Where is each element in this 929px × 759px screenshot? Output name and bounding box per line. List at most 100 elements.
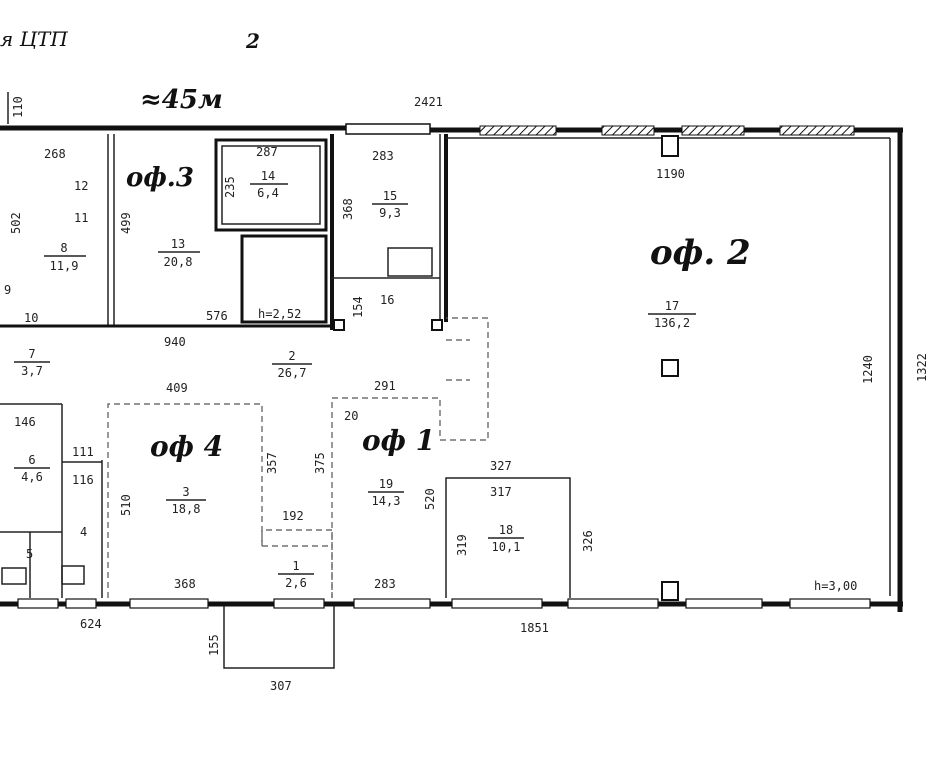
dim-116: 116 (72, 473, 94, 487)
fixture-1 (1, 567, 27, 585)
dim-20: 20 (344, 409, 358, 423)
room-1: 1 2,6 (278, 559, 314, 590)
room-18-area: 10,1 (492, 540, 521, 554)
dim-307: 307 (270, 679, 292, 693)
dim-357: 357 (265, 452, 279, 474)
dim-520: 520 (423, 488, 437, 510)
room-17-area: 136,2 (654, 316, 690, 330)
dim-155: 155 (207, 634, 221, 656)
room-2-area: 26,7 (278, 366, 307, 380)
porch-outline (223, 606, 335, 669)
dim-154: 154 (351, 296, 365, 318)
room-14: 14 6,4 (250, 169, 288, 200)
room-3-num: 3 (182, 485, 189, 499)
dim-368-bottom: 368 (174, 577, 196, 591)
room-small-outline (240, 234, 328, 324)
room-15-num: 15 (383, 189, 397, 203)
dim-409: 409 (166, 381, 188, 395)
column-d (661, 359, 679, 377)
room-8-area: 11,9 (50, 259, 79, 273)
room-17-num: 17 (665, 299, 679, 313)
room-6-num: 6 (28, 453, 35, 467)
room-18-num: 18 (499, 523, 513, 537)
dim-624: 624 (80, 617, 102, 631)
room-13: 13 20,8 (158, 237, 200, 269)
column-e (661, 581, 679, 601)
header-title: я ЦТП (0, 27, 68, 51)
dim-1851: 1851 (520, 621, 549, 635)
window-bottom-3 (129, 598, 209, 609)
room-8: 8 11,9 (44, 241, 86, 273)
office-4-label: оф 4 (150, 430, 223, 463)
room-17: 17 136,2 (648, 299, 696, 330)
room-3-outline (107, 403, 263, 598)
window-hatched-4 (779, 125, 855, 136)
room-6: 6 4,6 (14, 453, 50, 484)
dim-283-top: 283 (372, 149, 394, 163)
room-14-num: 14 (261, 169, 275, 183)
dim-1190: 1190 (656, 167, 685, 181)
dim-327: 327 (490, 459, 512, 473)
height-office2: h=3,00 (814, 579, 857, 593)
column-c (661, 135, 679, 157)
dim-502: 502 (9, 212, 23, 234)
window-hatched-3 (681, 125, 745, 136)
dim-235: 235 (223, 176, 237, 198)
room-19-outline (331, 317, 489, 598)
dim-317: 317 (490, 485, 512, 499)
window-bottom-2 (65, 598, 97, 609)
window-bottom-4 (273, 598, 325, 609)
room-7: 7 3,7 (14, 347, 50, 378)
room-14-outline (214, 138, 328, 232)
window-hatched-1 (479, 125, 557, 136)
dim-368-top: 368 (341, 198, 355, 220)
room-4-label: 4 (80, 525, 87, 539)
room-13-num: 13 (171, 237, 185, 251)
room-7-num: 7 (28, 347, 35, 361)
dim-326: 326 (581, 530, 595, 552)
room-9-label: 9 (4, 283, 11, 297)
dim-375: 375 (313, 452, 327, 474)
room-18-outline (445, 477, 571, 598)
window-top-1 (345, 123, 431, 135)
room-2-num: 2 (288, 349, 295, 363)
window-bottom-9 (789, 598, 871, 609)
dim-283-bottom: 283 (374, 577, 396, 591)
room-12-label: 12 (74, 179, 88, 193)
room-15-area: 9,3 (379, 206, 401, 220)
office-2-label: оф. 2 (650, 233, 751, 273)
office-3-label: оф.3 (126, 163, 194, 193)
dim-2421: 2421 (414, 95, 443, 109)
room-11-label: 11 (74, 211, 88, 225)
room-3-area: 18,8 (172, 502, 201, 516)
height-office3: h=2,52 (258, 307, 301, 321)
room-5-label: 5 (26, 547, 33, 561)
dim-510: 510 (119, 494, 133, 516)
window-bottom-5 (353, 598, 431, 609)
room-19-area: 14,3 (372, 494, 401, 508)
room-14-area: 6,4 (257, 186, 279, 200)
dim-192: 192 (282, 509, 304, 523)
room-13-area: 20,8 (164, 255, 193, 269)
area-note-superscript: 2 (245, 29, 260, 53)
window-bottom-6 (451, 598, 543, 609)
office-1-label: оф 1 (362, 424, 435, 457)
dim-319: 319 (455, 534, 469, 556)
room-7-area: 3,7 (21, 364, 43, 378)
window-hatched-2 (601, 125, 655, 136)
room-1-num: 1 (292, 559, 299, 573)
dim-1322: 1322 (915, 353, 929, 382)
dim-110: 110 (11, 96, 25, 118)
room-2: 2 26,7 (272, 349, 312, 380)
dim-287: 287 (256, 145, 278, 159)
room-15: 15 9,3 (372, 189, 408, 220)
room-3: 3 18,8 (166, 485, 206, 516)
fixture-2 (61, 565, 85, 585)
dim-940: 940 (164, 335, 186, 349)
room-1-area: 2,6 (285, 576, 307, 590)
room-18: 18 10,1 (488, 523, 524, 554)
room-10-label: 10 (24, 311, 38, 325)
column-a (333, 319, 345, 331)
dim-268: 268 (44, 147, 66, 161)
